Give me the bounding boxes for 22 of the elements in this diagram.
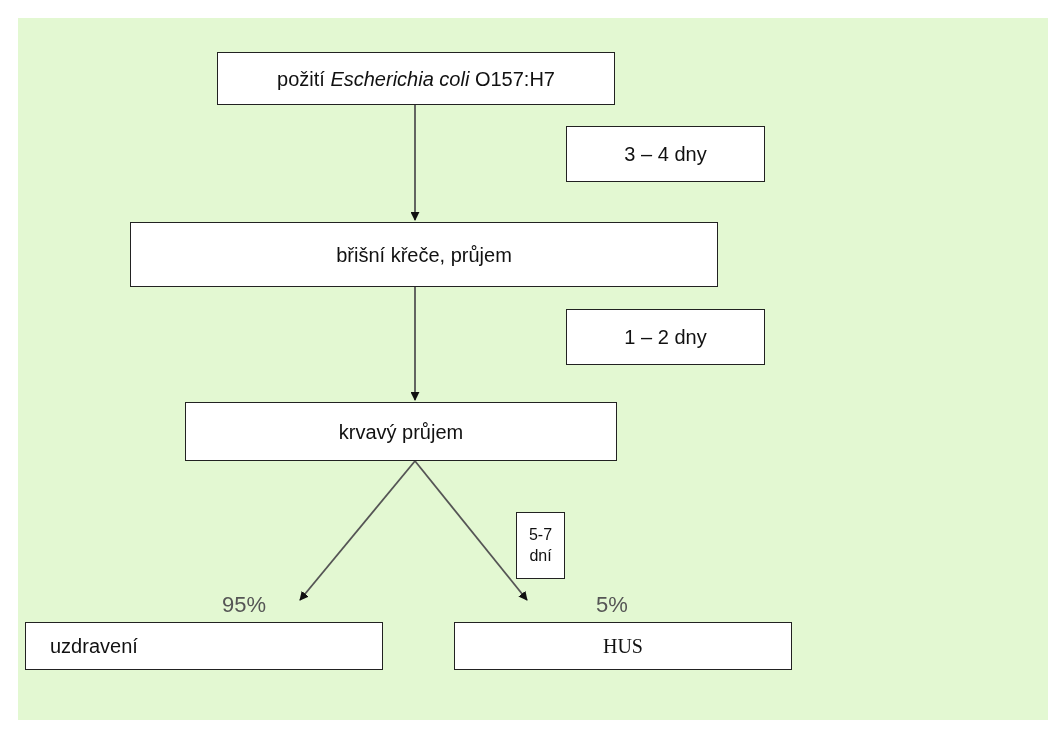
duration-box [566,126,765,182]
duration-box [516,512,565,579]
arrow [414,460,528,601]
node-text: uzdravení [50,634,138,659]
node-text: krvavý průjem [338,419,464,445]
process-box [454,622,792,670]
arrow [410,286,420,401]
process-box [185,402,617,461]
process-box [25,622,383,670]
node-text: 5-7 dní [527,524,554,566]
node-text: 1 – 2 dny [624,325,707,350]
arrow [410,104,420,221]
node-text: 3 – 4 dny [624,142,707,167]
arrow [299,460,416,601]
node-text: břišní křeče, průjem [336,242,512,268]
percentage-label: 5% [596,592,628,618]
node-text: HUS [603,634,643,659]
node-text: požití Escherichia coli O157:H7 [277,66,555,92]
duration-box [566,309,765,365]
percentage-label: 95% [222,592,267,618]
process-box [130,222,718,287]
process-box [217,52,615,105]
